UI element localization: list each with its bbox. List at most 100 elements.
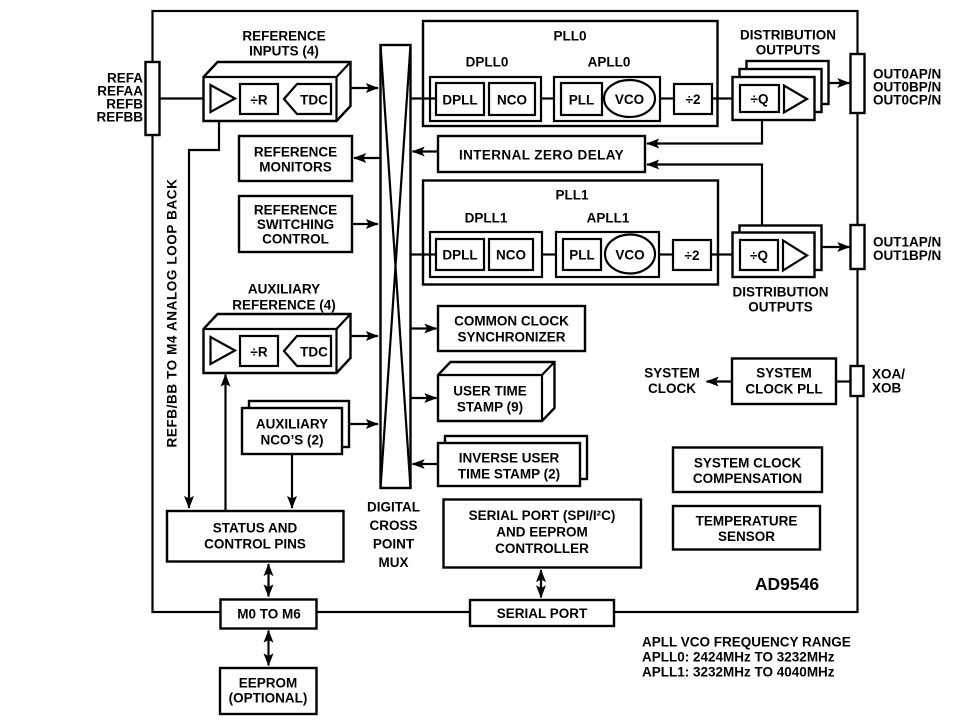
out1-pin xyxy=(849,223,866,271)
reference-inputs-divider-box xyxy=(238,82,280,116)
m-pins-label: M0 TO M6 xyxy=(237,607,301,622)
out1-pin-labels: OUT1AP/N OUT1BP/N xyxy=(873,235,941,264)
aux-reference-divider-box xyxy=(238,334,280,368)
reference-inputs-title-line1: REFERENCE xyxy=(242,29,325,44)
aux-reference-block: AUXILIARY REFERENCE (4) ÷R TDC xyxy=(202,282,379,375)
pll1-dpll-label: DPLL xyxy=(442,248,477,263)
reference-inputs-amplifier-triangle-icon xyxy=(209,83,238,114)
reference-monitors-line1: REFERENCE xyxy=(254,145,337,160)
inverse-user-time-stamp-line1: INVERSE USER xyxy=(459,451,560,466)
aux-reference-tdc-pentagon xyxy=(282,334,333,368)
footnote-line2: APLL0: 2424MHz TO 3232MHz xyxy=(642,650,835,665)
system-clock-pll-box xyxy=(730,357,838,406)
distribution1-divq-box xyxy=(738,238,780,272)
apll0-title: APLL0 xyxy=(588,55,631,70)
analog-loopback: REFB/BB TO M4 ANALOG LOOP BACK xyxy=(165,121,221,509)
distribution0-divq-label: ÷Q xyxy=(751,92,769,107)
ref-pin-label-refa: REFA xyxy=(107,71,143,86)
pll0-vco-ellipse xyxy=(602,78,657,119)
pll1-pll-label: PLL xyxy=(569,248,595,263)
pll0-nco-box xyxy=(487,81,537,117)
inverse-user-time-stamp-block: INVERSE USER TIME STAMP (2) xyxy=(411,434,589,488)
loopback-label: REFB/BB TO M4 ANALOG LOOP BACK xyxy=(165,178,180,447)
system-clock-pll-line2: CLOCK PLL xyxy=(745,382,822,397)
loopback-wire xyxy=(187,121,221,501)
pll0-block: PLL0 DPLL0 APLL0 DPLL NCO PLL VCO ÷2 xyxy=(410,19,733,128)
pll0-pll-label: PLL xyxy=(569,93,595,108)
status-control-box xyxy=(165,509,345,563)
pll0-box xyxy=(421,19,719,128)
serial-port-controller-box xyxy=(442,498,643,569)
xo-pin xyxy=(849,364,865,398)
pll1-block: PLL1 DPLL1 APLL1 DPLL NCO PLL VCO ÷2 xyxy=(410,179,733,286)
pll1-vco-ellipse xyxy=(603,233,657,275)
eeprom-box xyxy=(218,666,318,716)
eeprom-block: EEPROM (OPTIONAL) xyxy=(218,666,318,716)
out0-pin-labels: OUT0AP/N OUT0BP/N OUT0CP/N xyxy=(873,67,941,108)
system-clock-compensation-block: SYSTEM CLOCK COMPENSATION xyxy=(671,446,824,494)
ref-pin-label-refb: REFB xyxy=(106,97,143,112)
system-clock-compensation-line2: COMPENSATION xyxy=(693,471,802,486)
footnote: APLL VCO FREQUENCY RANGE APLL0: 2424MHz … xyxy=(642,635,851,680)
common-clock-synchronizer-line2: SYNCHRONIZER xyxy=(457,330,565,345)
reference-inputs-3d-edges xyxy=(203,61,352,121)
pll1-nco-box xyxy=(487,237,535,272)
reference-inputs-divider-label: ÷R xyxy=(250,93,267,108)
serial-port-controller-line3: CONTROLLER xyxy=(495,541,589,556)
out0-pin-label-b: OUT0BP/N xyxy=(873,80,941,95)
pll1-title: PLL1 xyxy=(555,188,588,203)
serial-port-block: SERIAL PORT xyxy=(468,598,616,628)
dpll1-title: DPLL1 xyxy=(465,211,508,226)
reference-switching-line1: REFERENCE xyxy=(254,203,337,218)
distribution0-title-line2: OUTPUTS xyxy=(756,43,821,58)
dpll0-title: DPLL0 xyxy=(466,55,509,70)
distribution1-title-line2: OUTPUTS xyxy=(748,300,813,315)
distribution0-title-line1: DISTRIBUTION xyxy=(740,28,836,43)
status-control-block: STATUS AND CONTROL PINS xyxy=(165,509,345,563)
serial-port-controller-line1: SERIAL PORT (SPI/I²C) xyxy=(469,508,616,523)
reference-inputs-block: REFERENCE INPUTS (4) ÷R TDC xyxy=(159,29,379,123)
status-control-line2: CONTROL PINS xyxy=(204,537,306,552)
ref-pin-label-refaa: REFAA xyxy=(97,84,143,99)
distribution1-block: ÷Q DISTRIBUTION OUTPUTS xyxy=(731,224,851,315)
serial-port-label: SERIAL PORT xyxy=(497,606,588,621)
pll1-pll-box xyxy=(561,237,603,272)
part-number-label: AD9546 xyxy=(755,574,819,594)
temperature-sensor-line1: TEMPERATURE xyxy=(696,514,798,529)
aux-nco-box xyxy=(240,406,344,456)
system-clock-label-line2: CLOCK xyxy=(648,381,696,396)
aux-reference-3d-edges xyxy=(203,313,352,373)
reference-monitors-block: REFERENCE MONITORS xyxy=(237,134,381,183)
crosspoint-mux: DIGITAL CROSS POINT MUX xyxy=(367,43,420,570)
crosspoint-mux-diagonal2 xyxy=(379,44,412,489)
ref-pin-label-refbb: REFBB xyxy=(97,110,144,125)
pll0-nco-label: NCO xyxy=(497,93,527,108)
reference-inputs-tdc-pentagon xyxy=(282,82,333,116)
common-clock-synchronizer-box xyxy=(436,304,587,353)
system-clock-compensation-line1: SYSTEM CLOCK xyxy=(694,456,802,471)
reference-switching-line2: SWITCHING xyxy=(257,217,334,232)
distribution0-box xyxy=(731,75,816,122)
user-time-stamp-line1: USER TIME xyxy=(453,384,527,399)
crosspoint-mux-label-line1: DIGITAL xyxy=(367,500,420,515)
pll0-title: PLL0 xyxy=(553,29,586,44)
reference-switching-block: REFERENCE SWITCHING CONTROL xyxy=(237,194,379,254)
footnote-line3: APLL1: 3232MHz TO 4040MHz xyxy=(642,665,835,680)
ref-pin xyxy=(144,60,161,137)
zero-delay-box xyxy=(436,134,647,174)
out0-pin-label-a: OUT0AP/N xyxy=(873,67,941,82)
crosspoint-mux-label-line4: MUX xyxy=(379,555,409,570)
reference-switching-line3: CONTROL xyxy=(262,232,329,247)
distribution1-divq-label: ÷Q xyxy=(750,248,768,263)
pll1-div2-label: ÷2 xyxy=(685,248,700,263)
temperature-sensor-line2: SENSOR xyxy=(718,529,775,544)
common-clock-synchronizer-line1: COMMON CLOCK xyxy=(454,314,569,329)
ref-pin-labels: REFA REFAA REFB REFBB xyxy=(97,71,144,125)
aux-nco-line1: AUXILIARY xyxy=(256,417,328,432)
pll0-pll-box xyxy=(559,81,604,117)
distribution1-amplifier-triangle-icon xyxy=(781,238,810,273)
system-clock-compensation-box xyxy=(671,446,824,494)
user-time-stamp-line2: STAMP (9) xyxy=(457,400,523,415)
zero-delay-block: INTERNAL ZERO DELAY xyxy=(411,134,764,226)
aux-nco-line2: NCO’S (2) xyxy=(260,433,323,448)
